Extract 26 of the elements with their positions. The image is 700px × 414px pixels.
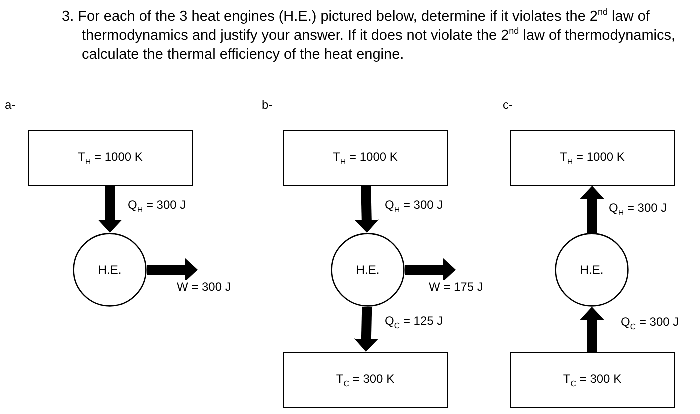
- arrow: [98, 186, 122, 233]
- edge-label: W = 300 J: [176, 280, 232, 294]
- edge-label: W = 175 J: [428, 280, 484, 294]
- reservoir-box: T$_{H}$ = 1000 K: [510, 130, 675, 186]
- reservoir-box: T$_{C}$ = 300 K: [510, 352, 675, 408]
- reservoir-box: T$_{H}$ = 1000 K: [28, 130, 193, 186]
- arrow: [147, 258, 198, 282]
- question-text: 3. For each of the 3 heat engines (H.E.) pictured below, determine if it violates the 2$^{nd}$ law of thermodynamics and justify your answer. If it does not violate the 2$^{nd}$ law of thermodynamics, calculate the thermal efficiency of the heat engine.: [62, 8, 677, 65]
- engine-circle: H.E.: [555, 233, 629, 307]
- arrow: [354, 306, 378, 352]
- edge-label: Q$_{H}$ = 300 J: [384, 198, 444, 214]
- panel-label: b-: [262, 98, 273, 112]
- reservoir-box: T$_{H}$ = 1000 K: [283, 130, 448, 186]
- edge-label: Q$_{H}$ = 300 J: [608, 201, 668, 218]
- arrow: [580, 186, 604, 234]
- reservoir-box: T$_{C}$ = 300 K: [283, 352, 448, 408]
- arrow: [580, 307, 604, 352]
- panel-label: a-: [5, 98, 16, 112]
- panel-label: c-: [503, 98, 513, 112]
- arrow: [405, 258, 456, 282]
- arrow: [354, 186, 379, 233]
- engine-circle: H.E.: [331, 233, 405, 307]
- edge-label: Q$_{C}$ = 300 J: [620, 315, 680, 332]
- edge-label: Q$_{C}$ = 125 J: [384, 314, 444, 330]
- engine-circle: H.E.: [73, 233, 147, 307]
- edge-label: Q$_{H}$ = 300 J: [127, 198, 188, 214]
